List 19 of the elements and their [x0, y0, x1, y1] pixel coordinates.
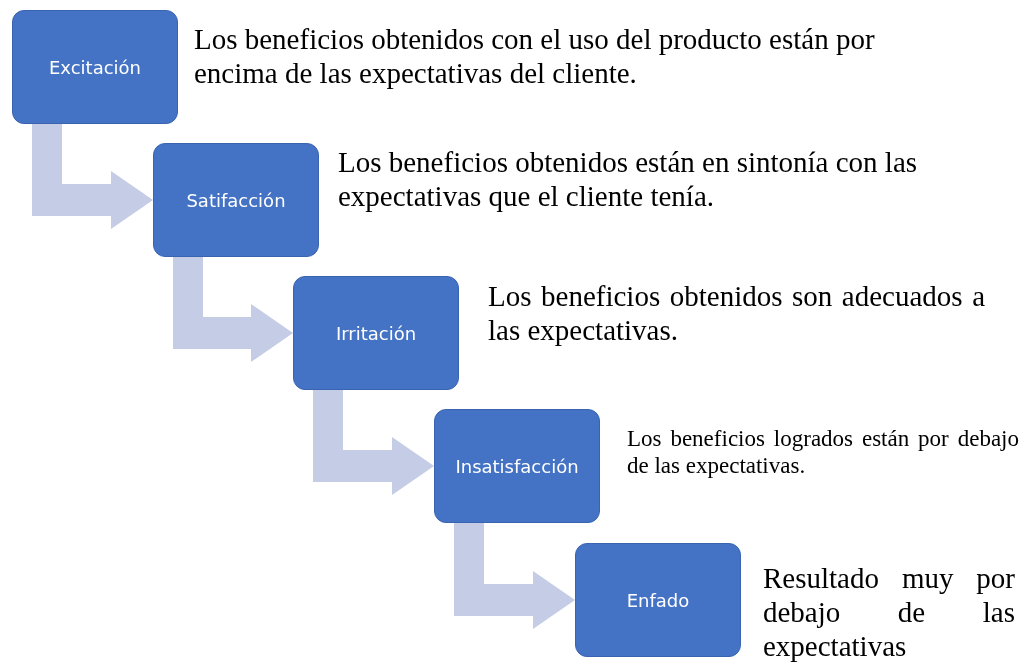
stage-box: [12, 10, 178, 124]
stage-label: Enfado: [626, 589, 690, 611]
stage-label: Insatisfacción: [455, 455, 579, 477]
stage-label: Irritación: [335, 322, 417, 344]
description-text: Los beneficios obtenidos con el uso del producto están por encima de las expectativas del cliente.: [194, 23, 876, 91]
stage-label: Satifacción: [186, 189, 286, 211]
description-text: Resultado muy por debajo de las expectativas: [763, 562, 1015, 664]
description-text: Los beneficios obtenidos son adecuados a las expectativas.: [488, 280, 985, 348]
bent-arrow: [173, 257, 293, 362]
stage-box: [153, 143, 319, 257]
stage-box: [293, 276, 459, 390]
description-text: Los beneficios obtenidos están en sintonía con las expectativas que el cliente tenía.: [338, 146, 919, 214]
stage-box: [434, 409, 600, 523]
description-text: Los beneficios logrados están por debajo de las expectativas.: [627, 426, 1019, 480]
bent-arrow: [313, 390, 434, 495]
bent-arrow: [32, 124, 153, 229]
bent-arrow: [454, 523, 575, 629]
stage-box: [575, 543, 741, 657]
stage-label: Excitación: [49, 56, 141, 78]
